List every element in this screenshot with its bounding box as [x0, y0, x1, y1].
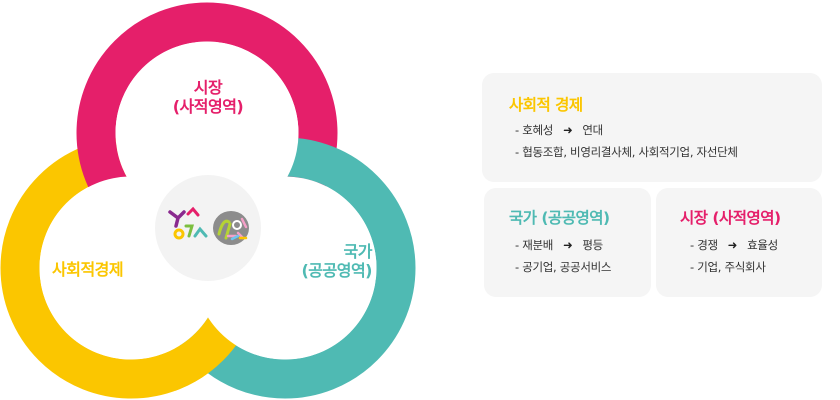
market-card: 시장 (사적영역) - 경쟁➜효율성 - 기업, 주식회사 [656, 188, 822, 297]
state-label-line1: 국가 [343, 242, 373, 261]
state-card: 국가 (공공영역) - 재분배➜평등 - 공기업, 공공서비스 [484, 188, 651, 297]
list-item: - 협동조합, 비영리결사체, 사회적기업, 자선단체 [515, 145, 738, 159]
market-interior [115, 41, 299, 225]
list-item: - 호혜성➜연대 [515, 123, 603, 137]
social-economy-card-title: 사회적 경제 [509, 96, 583, 114]
market-label-line2: (사적영역) [172, 97, 244, 116]
list-item: - 기업, 주식회사 [690, 260, 766, 274]
list-item: - 재분배➜평등 [515, 238, 603, 252]
market-label-line1: 시장 [193, 78, 223, 97]
list-item: - 공기업, 공공서비스 [515, 260, 612, 274]
market-card-title: 시장 (사적영역) [680, 209, 781, 227]
state-label-line2: (공공영역) [301, 261, 372, 280]
social-economy-logo [213, 211, 249, 245]
social-economy-card: 사회적 경제 - 호혜성➜연대 - 협동조합, 비영리결사체, 사회적기업, 자… [482, 73, 822, 182]
market-label: 시장 (사적영역) [160, 78, 256, 116]
cooperative-logo [168, 206, 208, 240]
arrow-icon: ➜ [563, 238, 573, 252]
arrow-icon: ➜ [563, 123, 573, 137]
list-item: - 경쟁➜효율성 [690, 238, 778, 252]
state-card-title: 국가 (공공영역) [509, 209, 610, 227]
arrow-icon: ➜ [727, 238, 738, 252]
social-economy-label: 사회적경제 [52, 260, 124, 279]
state-label: 국가 (공공영역) [276, 242, 372, 280]
three-ring-diagram [0, 2, 416, 399]
center-circle [155, 175, 261, 281]
